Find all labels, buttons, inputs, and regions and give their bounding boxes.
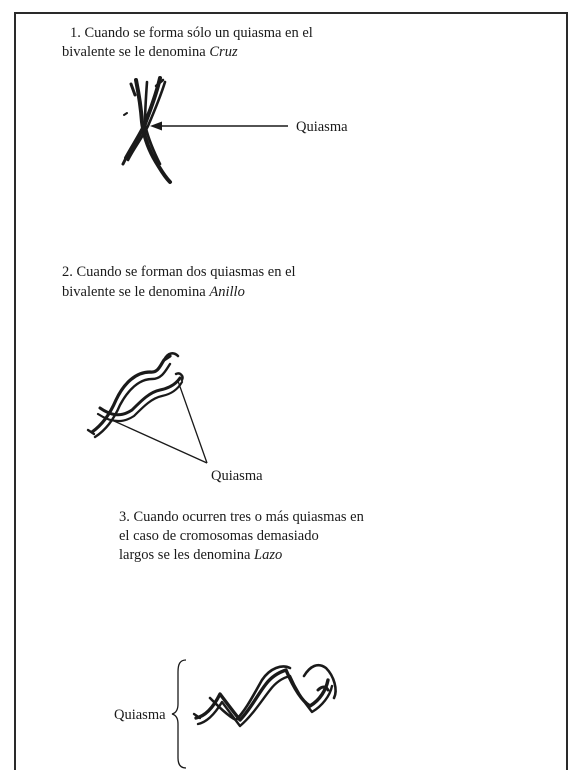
anillo-bivalent-drawing [86, 352, 184, 439]
section1-line2: bivalente se le denomina Cruz [62, 43, 238, 62]
cruz-bivalent-drawing [121, 76, 172, 184]
section1-term-cruz: Cruz [209, 44, 238, 60]
section2-term-anillo: Anillo [209, 284, 245, 300]
lazo-bivalent-drawing [192, 663, 337, 728]
section3-line3-prefix: largos se les denomina [119, 547, 255, 563]
section3-line1: 3. Cuando ocurren tres o más quiasmas en [119, 509, 364, 525]
section1-line2-prefix: bivalente se le denomina [62, 44, 210, 60]
section2-quiasma-label: Quiasma [211, 468, 263, 484]
frame-border-right [566, 12, 568, 770]
section2-line2-prefix: bivalente se le denomina [62, 284, 210, 300]
frame-border-left [14, 12, 16, 770]
lazo-brace [171, 659, 187, 769]
section2-line2: bivalente se le denomina Anillo [62, 283, 245, 302]
section1-line1: 1. Cuando se forma sólo un quiasma en el [70, 25, 313, 41]
anillo-pointer-lines [113, 380, 208, 464]
cruz-pointer-arrow [150, 121, 288, 131]
section3-term-lazo: Lazo [254, 547, 283, 563]
section1-quiasma-label: Quiasma [296, 119, 348, 135]
section3-line3: largos se les denomina Lazo [119, 546, 282, 565]
frame-border-top [14, 12, 568, 14]
section2-line1: 2. Cuando se forman dos quiasmas en el [62, 264, 296, 280]
section3-quiasma-label: Quiasma [114, 707, 166, 723]
section3-line2: el caso de cromosomas demasiado [119, 528, 319, 544]
